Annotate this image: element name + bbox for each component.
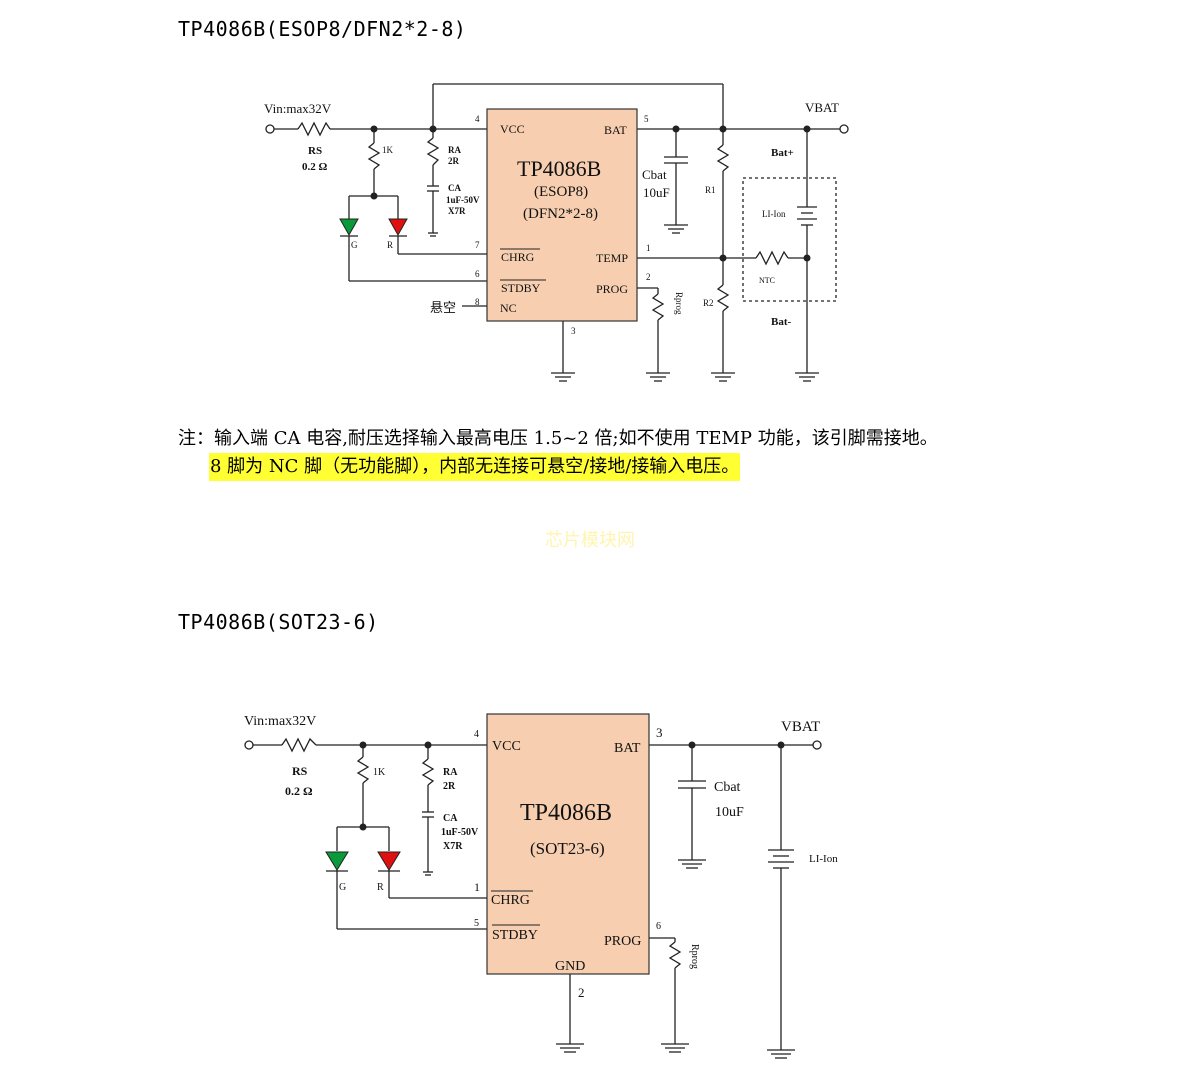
pin-num-chrg: 7 <box>475 240 480 250</box>
pin-vcc: VCC <box>500 122 525 136</box>
r1k-label: 1K <box>382 145 394 155</box>
rs-label-2: RS <box>292 764 308 778</box>
pin-chrg-2: CHRG <box>491 893 530 908</box>
ca-value1-2: 1uF-50V <box>441 827 479 838</box>
led-g-label-2: G <box>339 882 346 893</box>
li-ion-label: LI-Ion <box>762 209 786 219</box>
vbat-label-2: VBAT <box>781 719 820 735</box>
vin-label-2: Vin:max32V <box>244 714 316 729</box>
pin-num-vcc: 4 <box>475 114 480 124</box>
watermark: 芯片模块网 <box>545 530 635 551</box>
rprog-label: Rprog <box>674 292 684 315</box>
pin-vcc-2: VCC <box>492 739 521 754</box>
ra-value: 2R <box>448 156 460 166</box>
rs-value: 0.2 Ω <box>302 161 328 173</box>
ntc-label: NTC <box>759 276 775 285</box>
note-line2-highlight: 8 脚为 NC 脚（无功能脚），内部无连接可悬空/接地/接输入电压。 <box>209 453 741 481</box>
cbat-value: 10uF <box>643 185 670 200</box>
cbat-value-2: 10uF <box>715 805 744 820</box>
r1-label: R1 <box>705 185 716 195</box>
led-red-2 <box>377 851 401 872</box>
pin-num-stdby: 6 <box>475 269 480 279</box>
pin-bat: BAT <box>604 123 627 137</box>
pin-chrg: CHRG <box>501 250 535 264</box>
ra-label: RA <box>448 145 461 155</box>
chip-package1: (ESOP8) <box>534 184 588 200</box>
pin-prog: PROG <box>596 282 628 296</box>
pin-num-nc: 8 <box>475 297 480 307</box>
pin-num-gnd-2: 2 <box>578 985 585 1000</box>
led-r-label-2: R <box>377 882 384 893</box>
pin-prog-2: PROG <box>604 934 641 949</box>
pin-num-chrg-2: 1 <box>474 880 480 894</box>
bat-minus-label: Bat- <box>771 316 792 328</box>
ca-value2: X7R <box>448 206 466 216</box>
rprog-label-2: Rprog <box>689 944 700 969</box>
section2-heading: TP4086B(SOT23-6) <box>178 610 379 634</box>
chip-body <box>486 108 638 322</box>
pin-num-prog-2: 6 <box>656 921 661 932</box>
chip-name-2: TP4086B <box>520 800 612 826</box>
led-green-2 <box>325 851 349 872</box>
led-g-label: G <box>351 240 358 250</box>
pin-num-vcc-2: 4 <box>474 729 479 740</box>
note-line1: 注：输入端 CA 电容,耐压选择输入最高电压 1.5~2 倍;如不使用 TEMP… <box>178 428 938 449</box>
cbat-label-2: Cbat <box>714 780 741 795</box>
bat-plus-label: Bat+ <box>771 147 794 159</box>
float-label: 悬空 <box>430 300 456 315</box>
section1-heading: TP4086B(ESOP8/DFN2*2-8) <box>178 17 467 41</box>
cbat-label: Cbat <box>642 167 667 182</box>
pin-num-prog: 2 <box>646 272 651 282</box>
schematic-sot23 <box>244 737 822 1059</box>
rs-label: RS <box>308 145 322 157</box>
ra-value-2: 2R <box>443 781 456 792</box>
pin-nc: NC <box>500 301 517 315</box>
pin-stdby-2: STDBY <box>492 928 538 943</box>
pin-stdby: STDBY <box>501 281 541 295</box>
ca-value2-2: X7R <box>443 841 463 852</box>
vin-label: Vin:max32V <box>264 101 332 116</box>
pin-num-stdby-2: 5 <box>474 918 479 929</box>
pin-num-bat: 5 <box>644 114 649 124</box>
rs-value-2: 0.2 Ω <box>285 784 313 798</box>
pin-num-temp: 1 <box>646 243 651 253</box>
ca-label: CA <box>448 183 461 193</box>
led-green <box>339 218 359 237</box>
r1k-label-2: 1K <box>373 767 386 778</box>
chip-body-2 <box>486 713 650 975</box>
r2-label: R2 <box>703 298 714 308</box>
pin-temp: TEMP <box>596 251 628 265</box>
ra-label-2: RA <box>443 767 458 778</box>
pin-gnd-2: GND <box>555 959 585 974</box>
pin-bat-2: BAT <box>614 741 641 756</box>
ca-label-2: CA <box>443 813 458 824</box>
pin-num-gnd: 3 <box>571 326 576 336</box>
led-r-label: R <box>387 240 393 250</box>
chip-name: TP4086B <box>517 156 601 181</box>
led-red <box>388 218 408 237</box>
vbat-label: VBAT <box>805 100 839 115</box>
li-ion-label-2: LI-Ion <box>809 853 838 865</box>
pin-num-bat-2: 3 <box>656 725 663 740</box>
chip-package-2: (SOT23-6) <box>530 839 605 858</box>
chip-package2: (DFN2*2-8) <box>523 206 598 222</box>
ca-value1: 1uF-50V <box>446 195 480 205</box>
